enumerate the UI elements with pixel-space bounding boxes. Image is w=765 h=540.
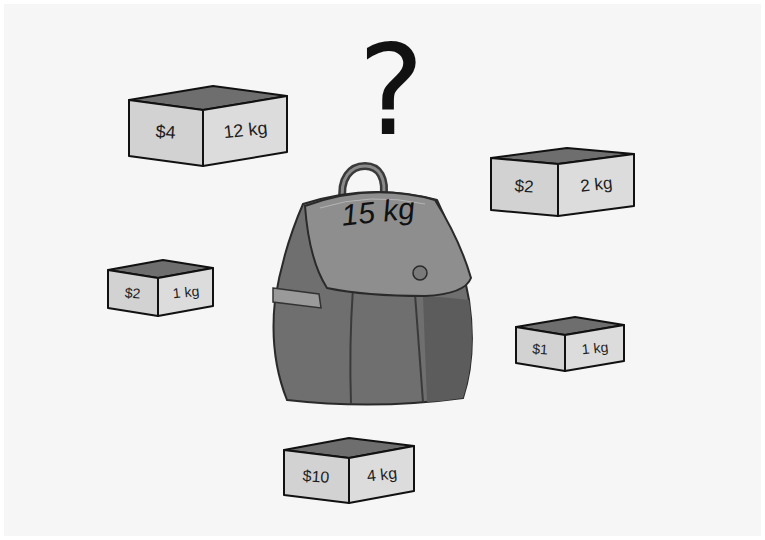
item-box: $21 kg	[107, 256, 214, 318]
background-panel	[4, 4, 761, 536]
backpack-shade	[423, 296, 472, 402]
knapsack: 15 kg	[265, 160, 480, 410]
backpack-button	[413, 266, 427, 280]
price-label: $1	[514, 339, 565, 359]
item-box: $412 kg	[128, 78, 288, 168]
question-mark: ?	[358, 28, 424, 153]
item-box: $22 kg	[490, 138, 635, 218]
item-box: $11 kg	[515, 313, 625, 373]
backpack-strap	[350, 288, 353, 404]
backpack-side-pocket	[273, 288, 321, 308]
price-label: $2	[106, 283, 158, 303]
backpack-strap	[415, 294, 423, 402]
item-box: $104 kg	[283, 432, 415, 505]
price-label: $2	[489, 174, 558, 199]
